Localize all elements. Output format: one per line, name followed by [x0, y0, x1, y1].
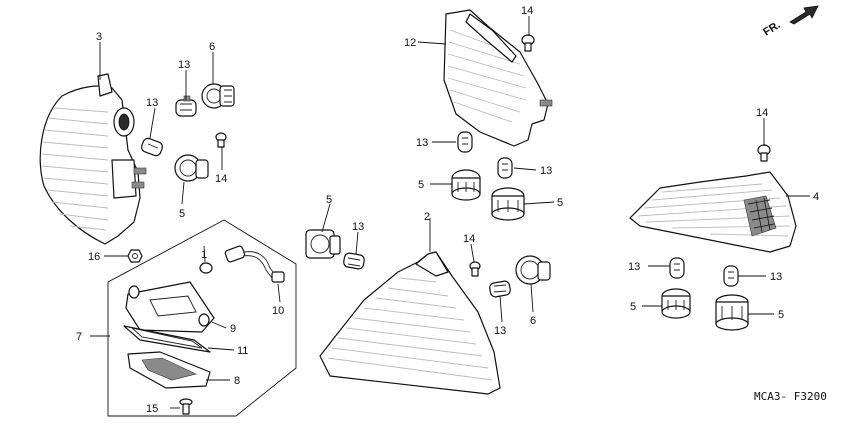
callout-part-13-a: 13 [178, 59, 190, 71]
callout-part-9: 9 [230, 323, 236, 335]
callout-part-5-center-left: 5 [418, 179, 424, 191]
clip-center-lower [469, 261, 481, 277]
wedge-bulb-center-lower-left [343, 252, 365, 270]
callout-part-12: 12 [404, 37, 416, 49]
wedge-bulb-center-lower-right [489, 280, 511, 298]
callout-part-13-d: 13 [416, 137, 428, 149]
clip-left [215, 132, 227, 148]
rear-combination-light-center [319, 251, 501, 395]
bulb-socket-left [174, 154, 209, 182]
callout-part-13-c: 13 [352, 221, 364, 233]
rear-inner-light [443, 9, 553, 147]
nut [127, 249, 143, 263]
wedge-bulb-right-right [723, 265, 739, 287]
callout-part-10: 10 [272, 305, 284, 317]
callout-part-13-b: 13 [146, 97, 158, 109]
callout-part-13-g: 13 [628, 261, 640, 273]
rear-combination-light-right [629, 171, 797, 253]
callout-part-4: 4 [813, 191, 819, 203]
bulb-socket-center-left [451, 169, 481, 201]
callout-part-5-right-left: 5 [630, 301, 636, 313]
callout-part-15: 15 [146, 403, 158, 415]
bulb-socket-right-left [661, 288, 691, 319]
bulb-socket-upper-left [201, 83, 235, 109]
callout-part-1: 1 [201, 249, 207, 261]
front-arrow-icon [789, 5, 819, 25]
callout-part-13-e: 13 [540, 165, 552, 177]
callout-part-5-center-lower: 5 [326, 194, 332, 206]
callout-part-3: 3 [96, 31, 102, 43]
license-light-assembly-box [107, 219, 297, 417]
callout-part-14-upper: 14 [521, 5, 533, 17]
wedge-bulb-right-left [669, 257, 685, 279]
callout-part-14-center: 14 [463, 233, 475, 245]
callout-part-7: 7 [76, 331, 82, 343]
callout-part-5-left: 5 [179, 208, 185, 220]
callout-part-13-h: 13 [770, 271, 782, 283]
callout-part-5-right-right: 5 [778, 309, 784, 321]
license-light-gasket [123, 325, 211, 353]
callout-labels-all: 1 2 3 4 5 5 5 5 5 5 6 6 7 8 9 10 11 12 1… [76, 5, 819, 415]
license-light-harness [224, 245, 285, 283]
bulb-socket-center-right [491, 187, 525, 221]
callout-part-11: 11 [237, 345, 248, 357]
diagram-code: MCA3- F3200 [754, 390, 827, 403]
callout-part-6-lower: 6 [530, 315, 536, 327]
callout-part-2: 2 [424, 211, 430, 223]
bulb-socket-right-right [715, 294, 749, 331]
clip-upper-center [521, 34, 535, 52]
callout-part-8: 8 [234, 375, 240, 387]
bulb-socket-center-lower-right [515, 255, 551, 285]
clip-right [757, 144, 771, 162]
license-bulb [199, 262, 213, 274]
callout-part-13-f: 13 [494, 325, 506, 337]
wedge-bulb-center-right [497, 157, 513, 179]
license-light-housing [125, 281, 215, 333]
callout-part-5-center-right: 5 [557, 197, 563, 209]
front-direction-indicator: FR. [761, 5, 819, 39]
license-light-lens [127, 351, 211, 389]
wedge-bulb-middle-left [141, 137, 163, 157]
callout-part-16: 16 [88, 251, 100, 263]
leader-lines [90, 16, 810, 409]
direction-label: FR. [761, 19, 782, 39]
wedge-bulb-center-upper [457, 131, 473, 153]
callout-part-6-upper: 6 [209, 41, 215, 53]
callout-part-14-left: 14 [215, 173, 227, 185]
callout-part-14-right: 14 [756, 107, 768, 119]
tapping-screw [179, 398, 193, 415]
bulb-socket-center-lower-left [305, 229, 341, 259]
rear-combination-light-left [39, 73, 147, 245]
